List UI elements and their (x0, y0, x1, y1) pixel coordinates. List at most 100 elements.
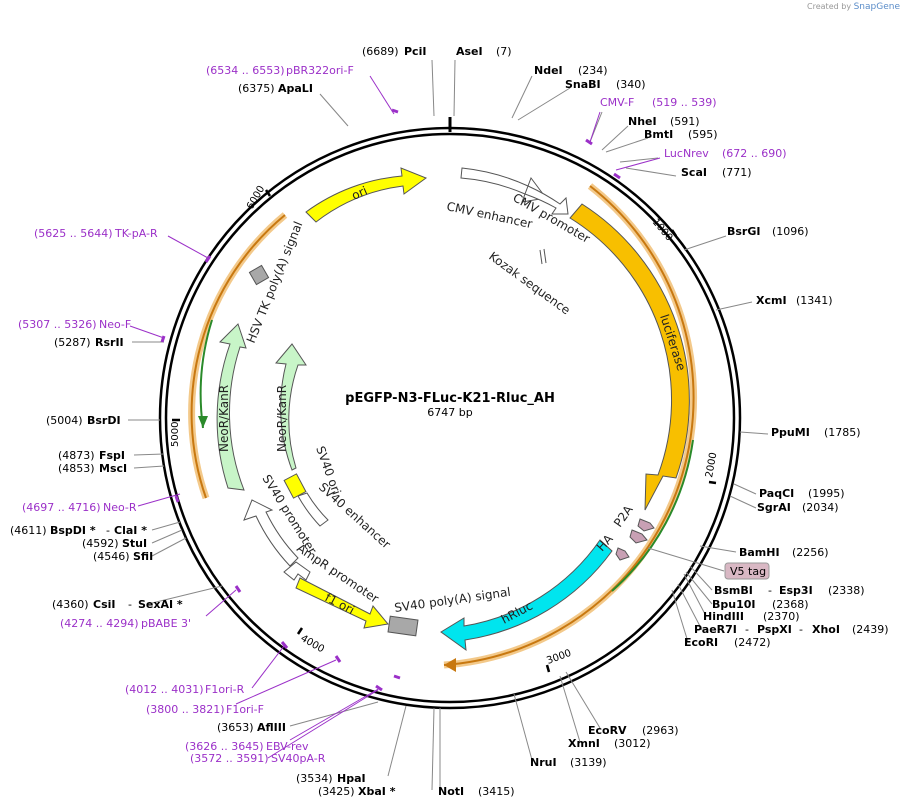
enzyme-pcii: PciI (404, 45, 426, 58)
v5-tag-label: V5 tag (730, 565, 766, 578)
neokanr-outer-core (190, 214, 286, 499)
ori-label: ori (350, 184, 370, 203)
enzyme-paer7i: PaeR7I (694, 623, 737, 636)
tick-2000: 2000 (704, 452, 719, 479)
primer-marks (160, 108, 621, 692)
enzyme-bsrdi-pos: (5004) (46, 414, 83, 427)
ampr-promoter-arrow (283, 561, 311, 581)
enzyme-sgrai: SgrAI (757, 501, 791, 514)
luc-outer-core (443, 185, 695, 666)
primer-neo-f: Neo-F (99, 318, 131, 331)
enzyme-noti-pos: (3415) (478, 785, 515, 798)
enzyme-fspi-pos: (4873) (58, 449, 95, 462)
enzyme-bspdi-pos: (4611) (10, 524, 47, 537)
sv40-ori-box (283, 473, 307, 499)
primer-pbr322ori-f: pBR322ori-F (286, 64, 354, 77)
primer-neo-r-range: (4697 .. 4716) (22, 501, 101, 514)
enzyme-aflii: AflIII (257, 721, 286, 734)
neokanr-outer-halo (188, 212, 288, 500)
enzyme-hindiii: HindIII (703, 610, 744, 623)
primer-cmv-f: CMV-F (600, 96, 634, 109)
ha-arrow (615, 547, 630, 561)
plasmid-name: pEGFP-N3-FLuc-K21-Rluc_AH (345, 391, 555, 406)
enzyme-stui-pos: (4592) (82, 537, 119, 550)
sv40-promoter-arrow (243, 499, 299, 567)
enzyme-noti: NotI (438, 785, 464, 798)
enzyme-bmti: BmtI (644, 128, 673, 141)
sv40-enhancer-shape (297, 492, 329, 527)
enzyme-sfii-pos: (4546) (93, 550, 130, 563)
enzyme-bsmbi-sep: - (768, 584, 772, 597)
primer-tkpa-r: TK-pA-R (114, 227, 158, 240)
p2a-arrow-1 (637, 518, 655, 532)
enzyme-xbai: XbaI * (358, 785, 396, 798)
enzyme-ppumi: PpuMI (771, 426, 810, 439)
neokanr-inner-label: NeoR/KanR (275, 385, 289, 452)
enzyme-snabi-pos: (340) (616, 78, 646, 91)
p2a-arrow-2 (629, 529, 648, 544)
primer-sv40pa-r: SV40pA-R (271, 752, 326, 765)
enzyme-hpai-pos: (3534) (296, 772, 333, 785)
enzyme-bpu10i-pos: (2368) (772, 598, 809, 611)
enzyme-scai-pos: (771) (722, 166, 752, 179)
enzyme-bsmbi-pos: (2338) (828, 584, 865, 597)
hsv-tk-polya-label: HSV TK poly(A) signal (244, 219, 306, 345)
tick-5000: 5000 (170, 422, 181, 447)
enzyme-bpu10i: Bpu10I (712, 598, 756, 611)
enzyme-bsrgi-pos: (1096) (772, 225, 809, 238)
neokanr-inner-arrow (275, 343, 307, 471)
enzyme-pspxi-sep: - (799, 623, 803, 636)
enzyme-ndei: NdeI (534, 64, 563, 77)
enzyme-xmni-pos: (3012) (614, 737, 651, 750)
enzyme-asei-pos: (7) (496, 45, 512, 58)
enzyme-msci: MscI (99, 462, 127, 475)
enzyme-nhei: NheI (628, 115, 657, 128)
enzyme-xbai-pos: (3425) (318, 785, 355, 798)
enzyme-apali-pos: (6375) (238, 82, 275, 95)
enzyme-scai: ScaI (681, 166, 707, 179)
plasmid-size: 6747 bp (427, 406, 472, 419)
f1-ori-label: f1 ori (323, 590, 357, 617)
enzyme-frui: NruI (530, 756, 557, 769)
enzyme-ecorv-pos: (2963) (642, 724, 679, 737)
enzyme-rsrii-pos: (5287) (54, 336, 91, 349)
enzyme-esp3i: Esp3I (779, 584, 813, 597)
enzyme-hindiii-pos: (2370) (763, 610, 800, 623)
enzyme-ndei-pos: (234) (578, 64, 608, 77)
primer-f1ori-f: F1ori-F (226, 703, 264, 716)
primer-pbabe3: pBABE 3' (141, 617, 191, 630)
enzyme-snabi: SnaBI (565, 78, 601, 91)
ori-arrow (305, 167, 428, 223)
primer-sv40pa-r-range: (3572 .. 3591) (190, 752, 269, 765)
cmv-promoter-arrow (524, 185, 569, 215)
primer-neo-r: Neo-R (103, 501, 137, 514)
primer-ebv-rev: EBV-rev (266, 740, 309, 753)
enzyme-nhei-pos: (591) (670, 115, 700, 128)
enzyme-xcmi: XcmI (756, 294, 787, 307)
primer-tkpa-r-range: (5625 .. 5644) (34, 227, 113, 240)
tick-4000: 4000 (299, 633, 327, 655)
primer-cmv-f-range: (519 .. 539) (652, 96, 717, 109)
enzyme-asei: AseI (456, 45, 483, 58)
enzyme-paqci-pos: (1995) (808, 487, 845, 500)
luciferase-arrow (569, 203, 690, 511)
tick-6000: 6000 (245, 184, 267, 212)
enzyme-bamhi-pos: (2256) (792, 546, 829, 559)
enzyme-ppumi-pos: (1785) (824, 426, 861, 439)
enzyme-fspi: FspI (99, 449, 125, 462)
enzyme-csii-sep: - (128, 598, 132, 611)
enzyme-bamhi: BamHI (739, 546, 780, 559)
kozak-mark-2 (543, 248, 547, 264)
enzyme-rsrii: RsrII (95, 336, 124, 349)
primer-pbabe3-range: (4274 .. 4294) (60, 617, 139, 630)
enzyme-aflii-pos: (3653) (217, 721, 254, 734)
primer-lucnrev: LucNrev (664, 147, 709, 160)
enzyme-frui-pos: (3139) (570, 756, 607, 769)
enzyme-pcii-pos: (6689) (362, 45, 399, 58)
hrluc-arrow (440, 539, 613, 652)
primer-f1ori-r: F1ori-R (205, 683, 245, 696)
enzyme-bsrdi: BsrDI (87, 414, 121, 427)
snapgene-credit: Created by SnapGene (807, 2, 900, 12)
enzyme-ecori-pos: (2472) (734, 636, 771, 649)
enzyme-bsmbi: BsmBI (714, 584, 753, 597)
